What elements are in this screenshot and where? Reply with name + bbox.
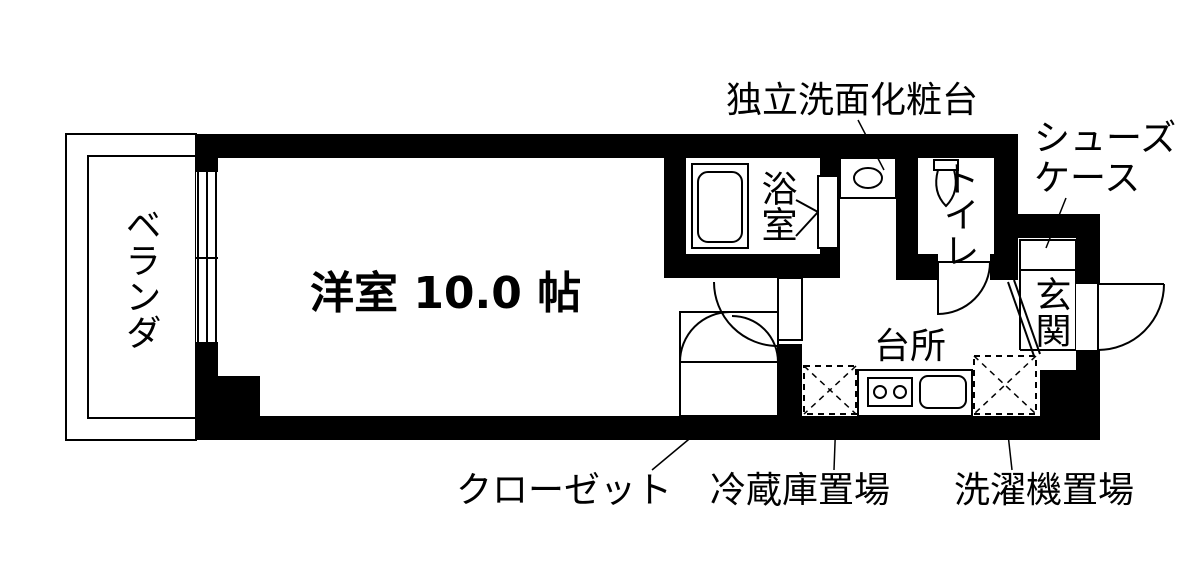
vanity-leader-line — [857, 119, 885, 171]
vanity-basin — [839, 157, 897, 199]
closet-leader-line — [651, 429, 701, 471]
shoe-case-label-line2: ケース — [1034, 158, 1140, 199]
toilet-room — [896, 134, 1018, 316]
bath-label: 浴室 — [756, 170, 797, 242]
fridge-leader-line — [833, 415, 837, 471]
interior-partition — [713, 277, 803, 416]
entrance — [1007, 239, 1165, 357]
washer-label: 洗濯機置場 — [954, 470, 1134, 511]
main-room-label: 洋室 10.0 帖 — [310, 268, 581, 319]
bathroom — [664, 134, 840, 278]
shoe-case-leader-line — [1045, 197, 1067, 249]
shoe-case-label-line1: シューズ — [1034, 118, 1176, 159]
washer-leader-line — [1005, 415, 1013, 471]
closet-label: クローゼット — [456, 470, 672, 511]
leader-lines — [651, 119, 1067, 471]
closet — [679, 311, 779, 417]
kitchen-counter — [857, 369, 973, 417]
veranda-label: ベランダ — [120, 206, 161, 350]
washer-space — [973, 355, 1037, 415]
toilet-label: トイレ — [938, 160, 979, 268]
kitchen-label: 台所 — [874, 326, 946, 367]
entrance-label: 玄関 — [1030, 276, 1071, 348]
window — [196, 172, 218, 342]
fridge-label: 冷蔵庫置場 — [710, 470, 890, 511]
fridge-space — [803, 365, 857, 415]
vanity-label: 独立洗面化粧台 — [726, 80, 978, 121]
